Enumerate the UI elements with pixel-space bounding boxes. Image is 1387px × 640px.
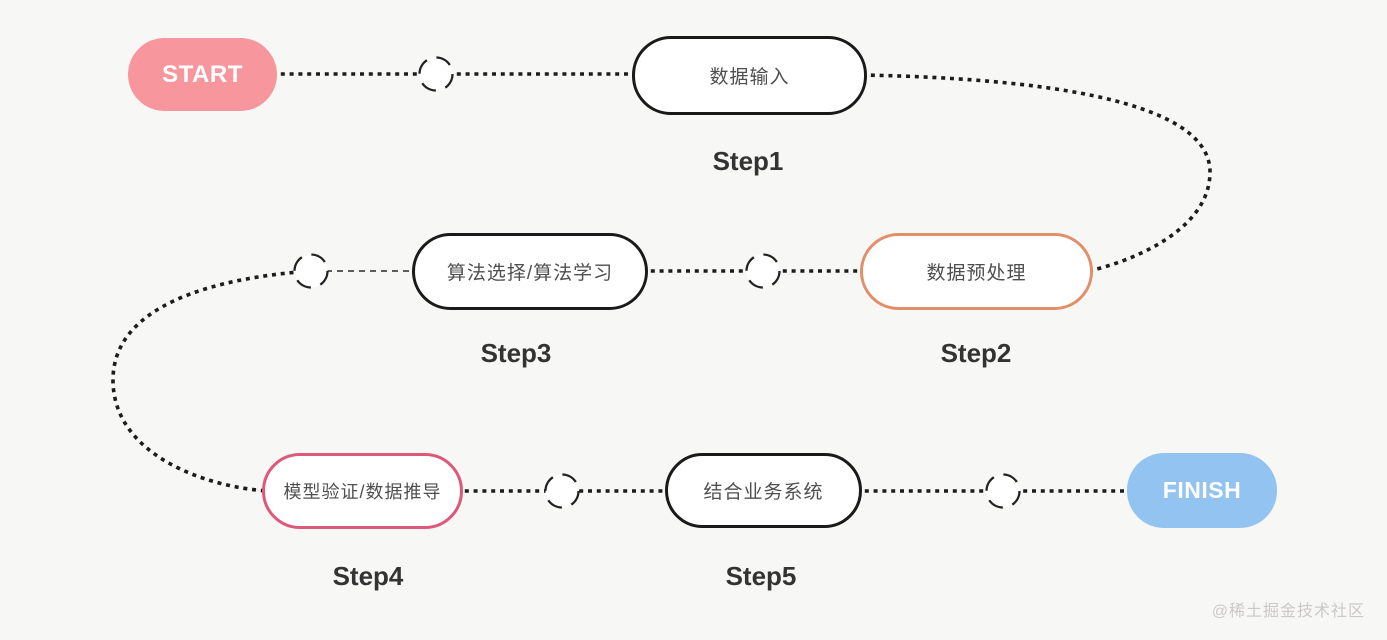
step-caption-4: Step4 (332, 561, 404, 591)
junction-circle-1 (418, 56, 454, 92)
step-caption-2: Step2 (940, 338, 1012, 368)
junction-circle-5 (985, 473, 1021, 509)
start-node: START (128, 38, 277, 111)
step-node-data-preprocessing: 数据预处理 (860, 233, 1093, 310)
watermark: @稀土掘金技术社区 (1211, 603, 1365, 620)
step-node-data-input: 数据输入 (632, 36, 867, 115)
connector-step3-to-step4 (111, 269, 312, 493)
junction-circle-4 (544, 473, 580, 509)
step-caption-3: Step3 (480, 338, 552, 368)
step-node-model-validation: 模型验证/数据推导 (262, 453, 463, 529)
connector-step1-to-step2 (861, 73, 1212, 273)
step-caption-1: Step1 (712, 146, 784, 176)
step-node-algorithm-selection: 算法选择/算法学习 (412, 233, 648, 310)
step-node-business-system: 结合业务系统 (665, 453, 862, 528)
junction-circle-2 (745, 253, 781, 289)
step-caption-5: Step5 (725, 561, 797, 591)
finish-node: FINISH (1127, 453, 1277, 528)
junction-circle-3 (293, 253, 329, 289)
